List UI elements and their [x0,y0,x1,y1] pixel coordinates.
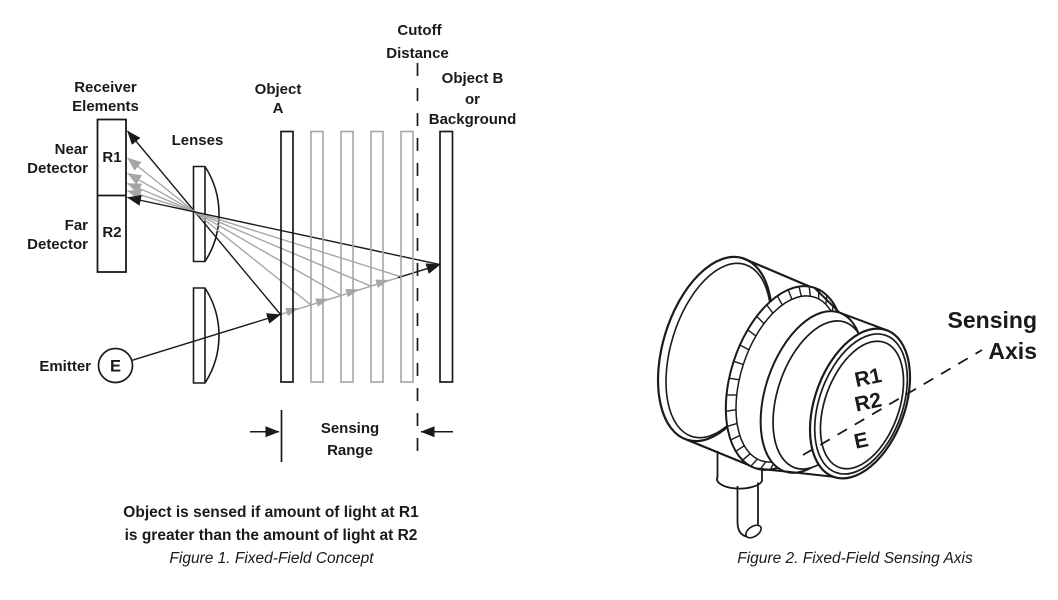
object-b-label-line1: Object B [442,70,504,87]
knurl-tick [727,422,738,427]
emitter-circle [97,347,134,384]
r2-detector-label: R2 [102,224,121,241]
knurl-tick [808,287,811,297]
knurl-tick [729,377,740,381]
emitter-beam-to-object-b [397,263,441,279]
object-ghost-bar-4 [400,130,414,383]
sensing-axis-dashed-line [802,349,983,456]
knurl-tick [742,453,751,461]
knurl-tick [734,360,744,366]
sensor-cable-left-edge [736,486,749,538]
knurl-tick [777,296,783,306]
object-b-label-line3: Background [429,111,517,128]
object-a-label-line2: A [273,100,284,117]
reflected-ray-ghost4 [127,189,402,278]
beam-arrowhead-ghost4 [375,279,389,288]
sensor-cable-end [745,524,762,539]
knurl-tick [787,290,793,300]
figure1-caption: Figure 1. Fixed-Field Concept [169,550,374,567]
r1-detector-label: R1 [102,149,121,166]
knurl-tick [740,344,750,351]
face-r1-label: R1 [853,364,884,392]
figure1-note-line1: Object is sensed if amount of light at R… [123,504,419,521]
object-ghost-bar-3 [370,130,384,383]
figure1-fixed-field-concept: Cutoff Distance Object B or Background O… [27,22,516,567]
sensing-axis-label-line2: Axis [988,338,1037,364]
beam-arrowhead-ghost3 [345,289,359,298]
sensing-range-label-line2: Range [327,442,373,459]
lenses-label: Lenses [172,132,224,149]
object-ghost-bar-1 [310,130,324,383]
reflected-ray-object-a-to-r1 [126,130,282,315]
object-a-label-line1: Object [255,81,302,98]
object-b-label-line2: or [465,91,480,108]
object-ghost-bar-2 [340,130,354,383]
knurl-tick [766,305,774,314]
figure1-note-line2: is greater than the amount of light at R… [125,527,418,544]
knurl-tick [750,458,758,467]
sensor-step-top-edge [813,286,841,314]
knurl-tick [747,329,757,337]
sensor-face [819,340,905,470]
emitter-e-label: E [110,358,121,376]
sensor-nose-top-edge [839,311,888,332]
object-a-bar [280,130,294,383]
beam-arrowhead-ghost2 [315,298,329,307]
reflected-ray-ghost2 [127,172,342,297]
far-detector-label-line2: Detector [27,236,88,253]
far-detector-label-line1: Far [65,217,89,234]
knurl-tick [726,409,737,412]
figure2-caption: Figure 2. Fixed-Field Sensing Axis [737,550,973,567]
near-detector-label-line2: Detector [27,160,88,177]
face-r2-label: R2 [853,388,884,416]
near-detector-label-line1: Near [55,141,89,158]
reflected-ray-ghost3 [127,182,372,287]
figure2-fixed-field-sensing-axis: R1 R2 E Sensing Axis Figure 2. Fixed-Fie… [656,255,1037,567]
emitter-beam-to-object-a [131,313,281,362]
sensing-axis-label-line1: Sensing [948,307,1037,333]
face-e-label: E [852,428,870,453]
sensing-range-label-line1: Sensing [321,420,379,437]
emitter-lens [192,287,220,384]
emitter-label: Emitter [39,358,91,375]
receiver-elements-label-line2: Elements [72,98,139,115]
receiver-elements-label-line1: Receiver [74,79,137,96]
cutoff-label-line1: Cutoff [397,22,442,39]
knurl-tick [798,287,802,297]
sensor-body-top-edge [742,257,814,290]
reflected-ray-object-b-to-r2 [127,194,441,266]
cutoff-label-line2: Distance [386,45,449,62]
knurl-tick [736,445,745,452]
object-b-bar [439,130,454,383]
sensor-step-bottom-edge [755,467,785,473]
sensor-nose-bottom-edge [784,470,834,478]
knurl-tick [760,461,767,470]
knurl-tick [730,434,741,441]
knurl-tick [756,316,765,325]
